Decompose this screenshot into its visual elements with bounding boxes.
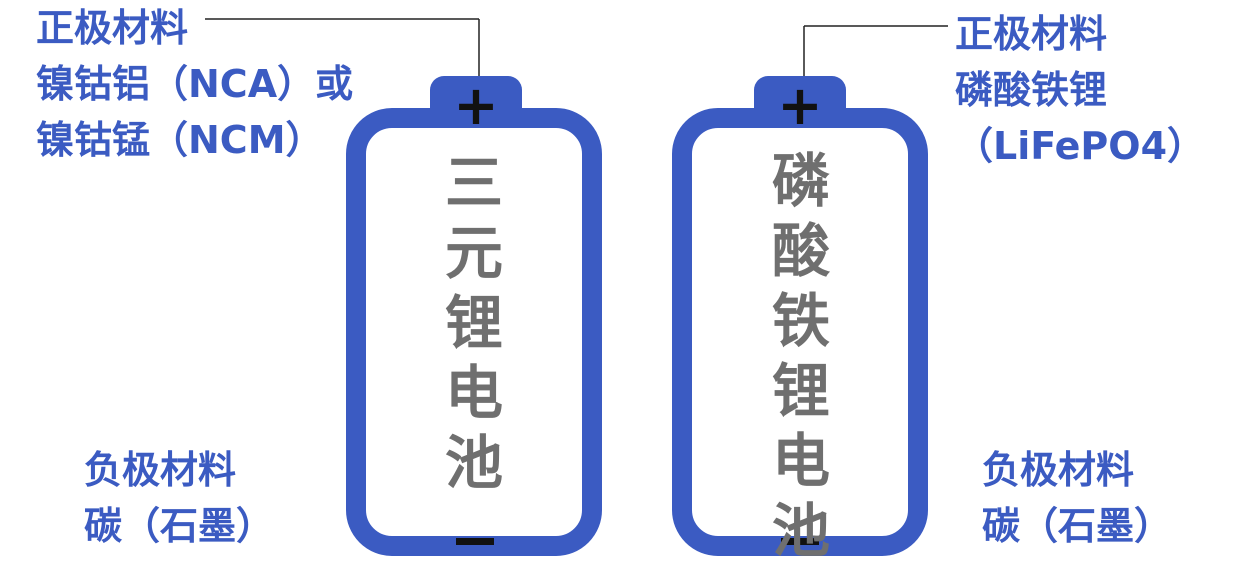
left-plus-sign: + [453, 74, 498, 137]
right-battery-name-char: 酸 [771, 217, 830, 285]
left-positive-label-line: 镍钴铝（NCA）或 [36, 62, 354, 106]
right-plus-sign: + [777, 74, 822, 137]
left-battery-name: 三 元 锂 电 池 [434, 148, 514, 498]
right-negative-label-line: 碳（石墨） [982, 504, 1173, 548]
right-positive-label-line: 正极材料 [955, 12, 1108, 56]
left-negative-label-line: 碳（石墨） [84, 504, 275, 548]
right-battery-name: 磷 酸 铁 锂 电 池 [761, 146, 841, 566]
left-positive-label-line: 镍钴锰（NCM） [36, 118, 324, 162]
left-positive-label-line: 正极材料 [36, 6, 189, 50]
left-battery-name-char: 元 [444, 219, 503, 287]
left-battery-name-char: 池 [444, 429, 503, 497]
left-battery-name-char: 三 [444, 149, 503, 217]
left-negative-material-label: 负极材料 碳（石墨） [84, 442, 274, 554]
right-battery-name-char: 锂 [771, 357, 830, 425]
left-positive-material-label: 正极材料 镍钴铝（NCA）或 镍钴锰（NCM） [36, 0, 353, 168]
left-battery-body [346, 108, 602, 556]
right-negative-material-label: 负极材料 碳（石墨） [982, 442, 1172, 554]
right-negative-label-line: 负极材料 [982, 448, 1135, 492]
left-minus-sign [456, 538, 494, 545]
right-battery-name-char: 磷 [771, 147, 830, 215]
right-battery: + [672, 25, 948, 556]
right-battery-body [672, 108, 928, 556]
right-battery-name-char: 铁 [771, 287, 830, 355]
right-positive-label-line: 磷酸铁锂 [955, 68, 1108, 112]
left-battery: + [205, 18, 602, 556]
right-positive-label-line: （LiFePO4） [955, 124, 1206, 168]
right-positive-material-label: 正极材料 磷酸铁锂 （LiFePO4） [955, 6, 1205, 174]
left-battery-name-char: 锂 [444, 289, 503, 357]
right-minus-sign [781, 538, 819, 545]
right-battery-name-char: 池 [771, 497, 830, 565]
right-battery-name-char: 电 [771, 427, 830, 495]
left-battery-name-char: 电 [444, 359, 503, 427]
left-negative-label-line: 负极材料 [84, 448, 237, 492]
